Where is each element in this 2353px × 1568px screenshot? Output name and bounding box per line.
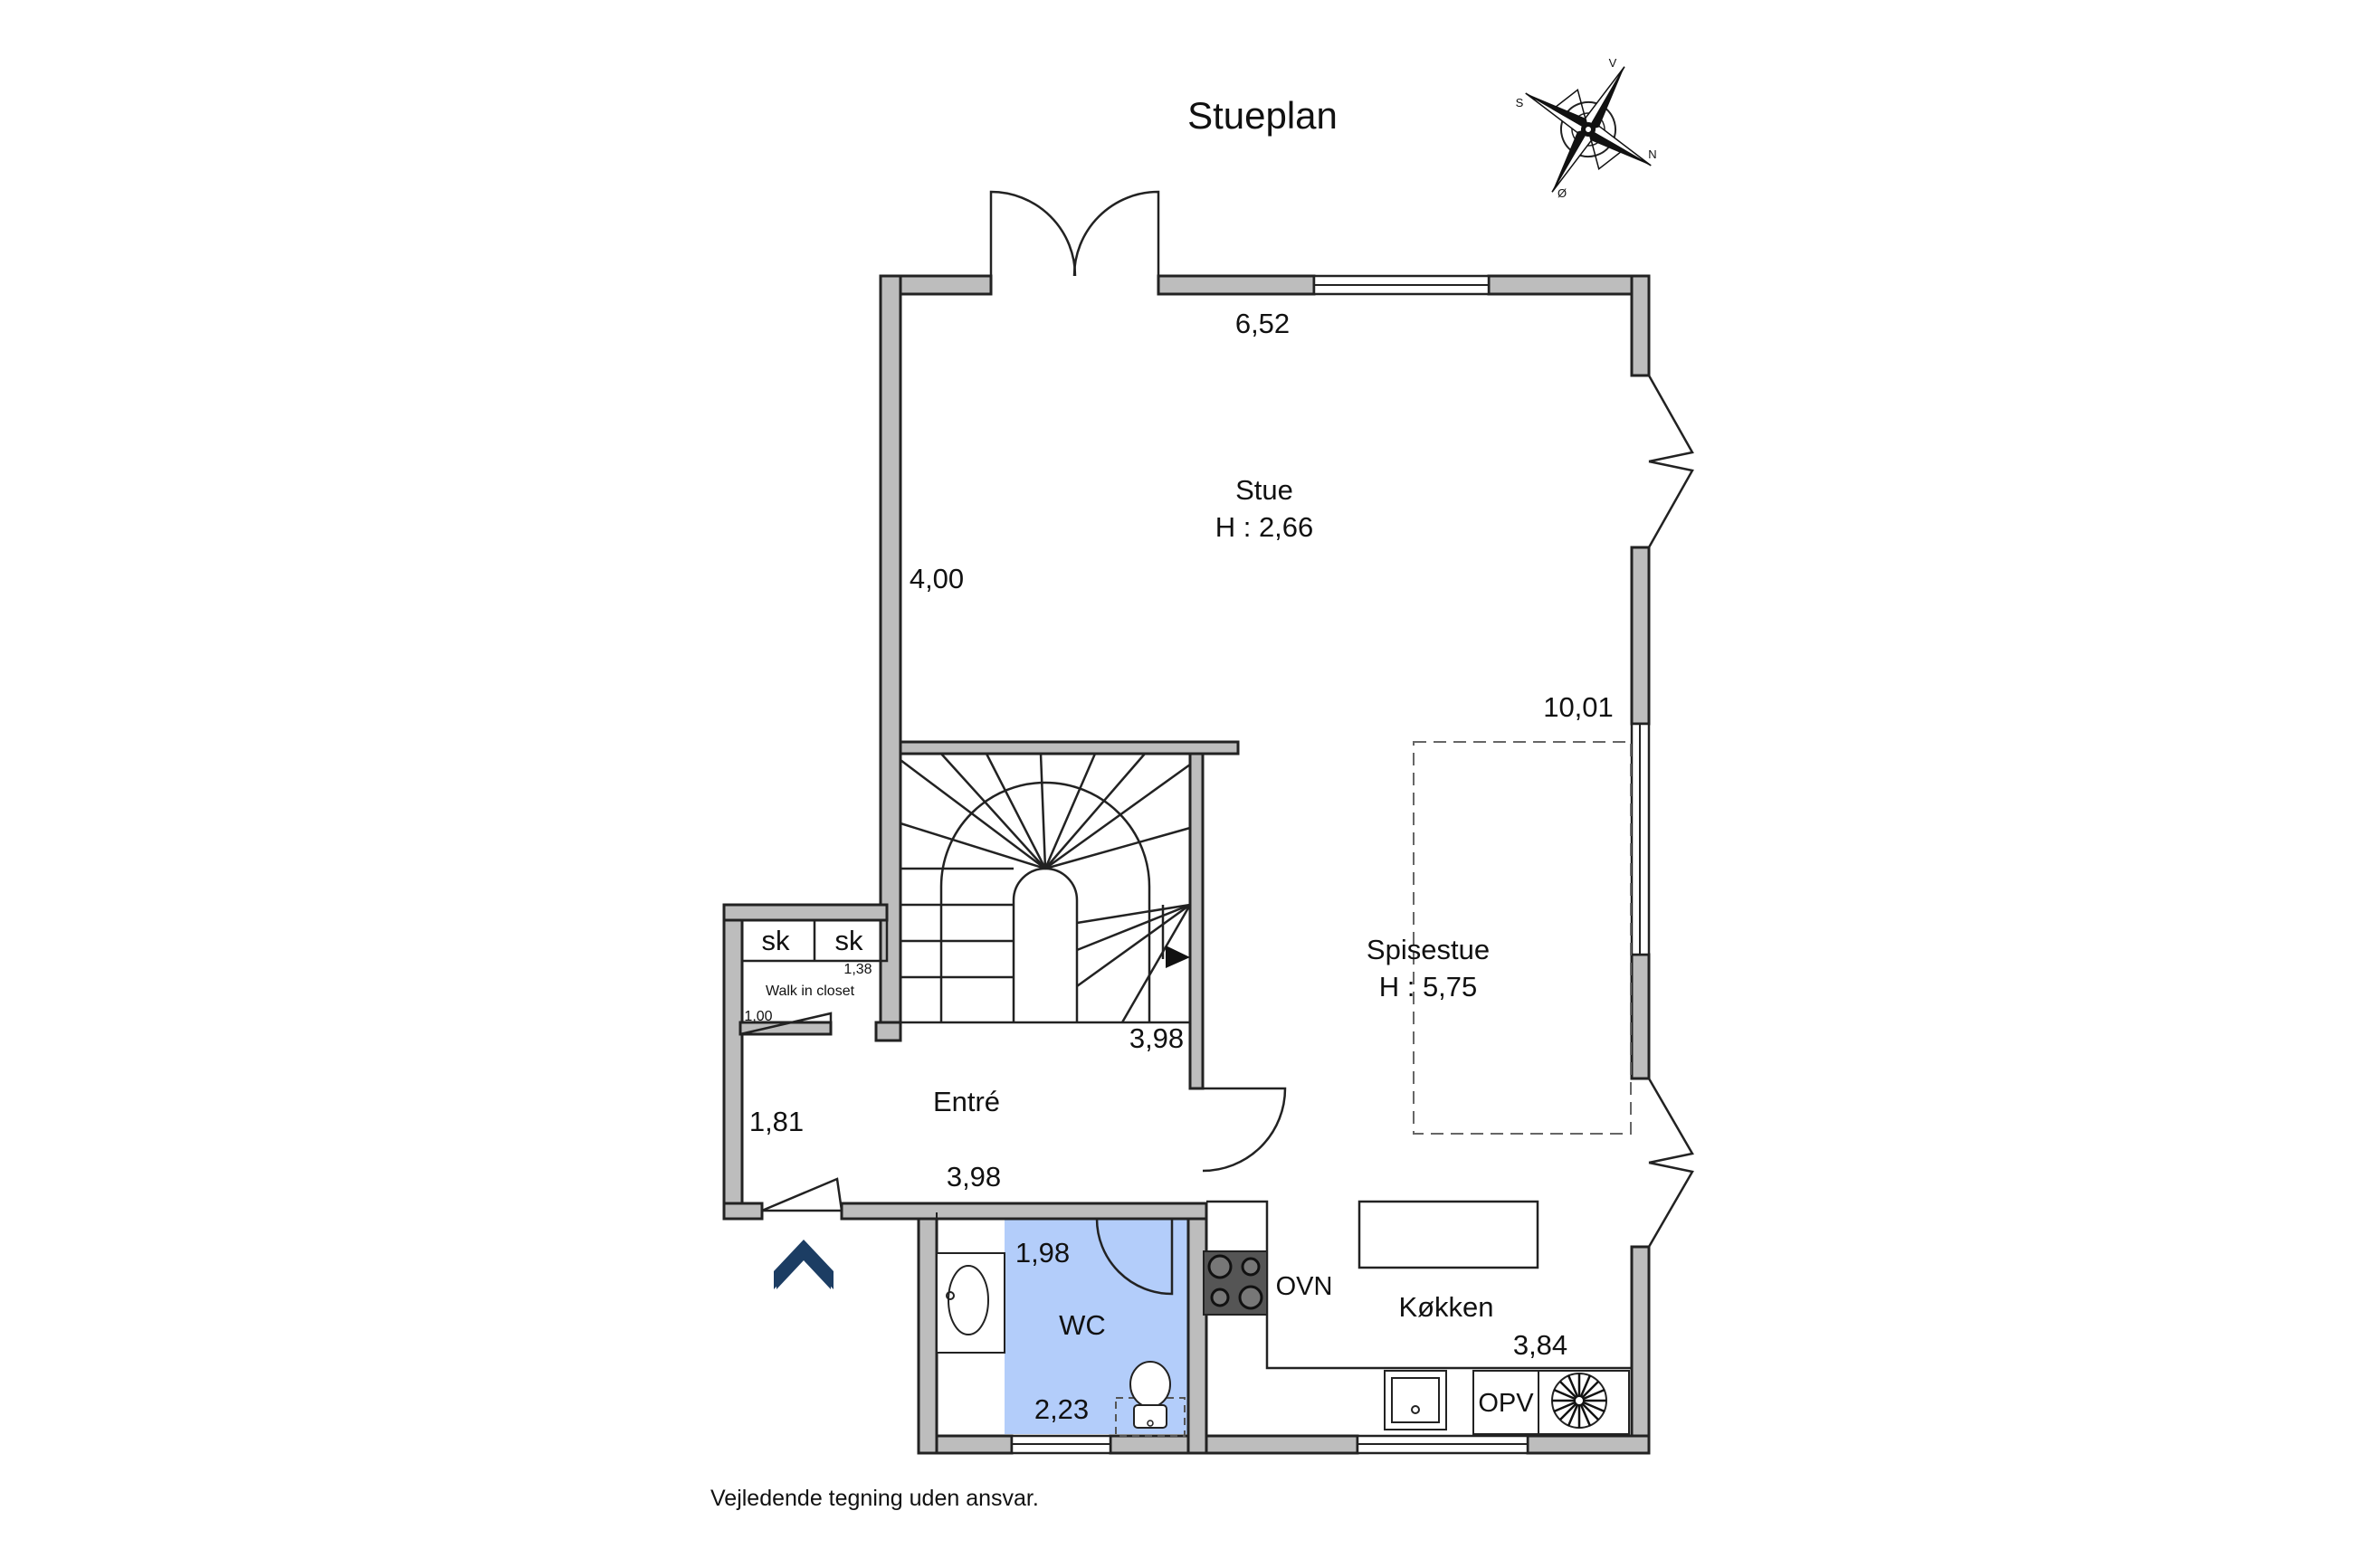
- room-height-stue: H : 2,66: [1215, 511, 1314, 543]
- dining-area-outline: [1413, 741, 1632, 1135]
- compass-rose-icon: [1525, 66, 1652, 193]
- toilet-icon: [1115, 1361, 1186, 1437]
- window: [1010, 1434, 1112, 1455]
- compass-label-v: V: [1609, 56, 1617, 70]
- dimension-stue-depth: 4,00: [910, 563, 964, 594]
- dimension-wc-width: 1,98: [1015, 1237, 1070, 1269]
- window: [1356, 1434, 1529, 1455]
- dimension-entre-depth: 1,81: [749, 1106, 804, 1137]
- window: [1312, 274, 1491, 296]
- side-door: [1647, 375, 1694, 548]
- room-height-spisestue: H : 5,75: [1379, 971, 1478, 1003]
- label-opv: OPV: [1478, 1389, 1534, 1418]
- compass-label-s: S: [1516, 96, 1524, 109]
- stair-direction-arrow-icon: [1166, 946, 1190, 968]
- dimension-spisestue-length: 10,01: [1543, 691, 1614, 723]
- compass-label-o: Ø: [1558, 186, 1567, 200]
- washbasin-icon: [936, 1212, 1005, 1436]
- washing-machine-icon: [1538, 1370, 1630, 1435]
- room-name-stue: Stue: [1235, 474, 1293, 506]
- dishwasher: [1472, 1370, 1539, 1435]
- label-sk: sk: [762, 925, 791, 956]
- wc-door: [1095, 1218, 1174, 1296]
- room-name-kokken: Køkken: [1398, 1291, 1493, 1323]
- plan-title: Stueplan: [1187, 94, 1338, 137]
- kitchen-island: [1358, 1200, 1539, 1269]
- dimension-wc-depth: 2,23: [1034, 1393, 1089, 1425]
- disclaimer: Vejledende tegning uden ansvar.: [710, 1486, 1039, 1511]
- dimension-closet-width: 1,38: [843, 962, 872, 977]
- dimension-stue-width: 6,52: [1235, 308, 1290, 339]
- side-door: [1647, 1078, 1694, 1248]
- kitchen-door: [1202, 1087, 1287, 1173]
- stove-icon: [1203, 1250, 1268, 1316]
- closet-shelves: [740, 918, 889, 963]
- window: [1630, 722, 1651, 956]
- staircase: [899, 752, 1192, 1024]
- exterior-walls: [722, 274, 1651, 1455]
- closet-door: [739, 1012, 833, 1036]
- dimension-stair-width: 3,98: [1129, 1022, 1184, 1054]
- room-name-spisestue: Spisestue: [1367, 934, 1490, 965]
- entrance-door: [761, 1177, 843, 1212]
- dimension-kitchen-width: 3,84: [1513, 1329, 1567, 1361]
- terrace-door: [989, 190, 1160, 277]
- room-name-wc: WC: [1059, 1309, 1106, 1341]
- label-ovn: OVN: [1276, 1272, 1333, 1301]
- room-name-walk-in-closet: Walk in closet: [766, 984, 855, 999]
- label-sk: sk: [835, 925, 864, 956]
- kitchen-sink-icon: [1384, 1370, 1447, 1430]
- interior-walls: [899, 740, 1240, 1090]
- entry-arrow-icon: [776, 1244, 831, 1289]
- dimension-closet-depth: 1,00: [744, 1009, 772, 1024]
- room-name-entre: Entré: [933, 1086, 1000, 1117]
- dimension-entre-width: 3,98: [947, 1161, 1001, 1193]
- compass-label-n: N: [1648, 147, 1656, 161]
